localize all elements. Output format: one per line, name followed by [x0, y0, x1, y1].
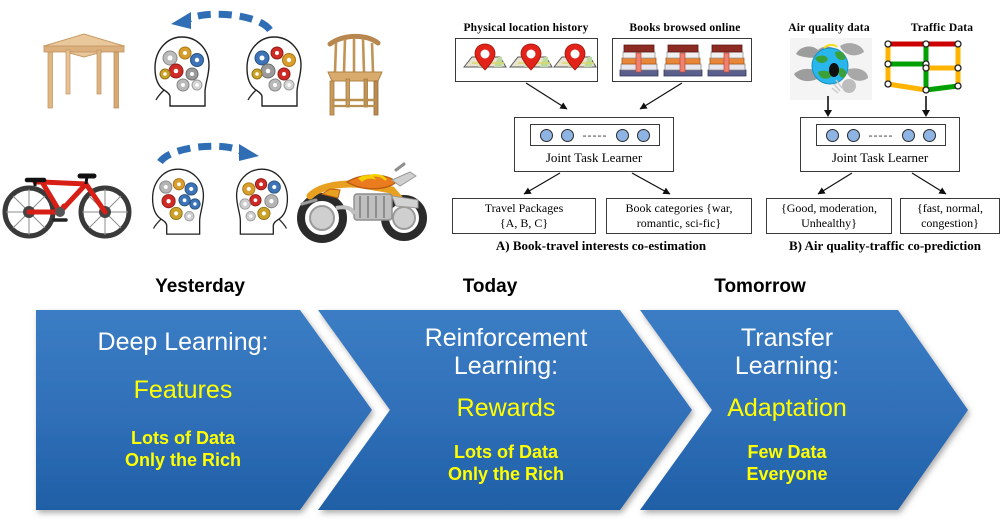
object-transfer-illustration [0, 0, 434, 262]
panel-a-output-line: Travel Packages [484, 201, 564, 216]
bicycle-icon [2, 173, 132, 239]
panel-b-joint-task-learner: ----- Joint Task Learner [800, 117, 960, 172]
learner-node [922, 128, 936, 142]
panel-b-output-line: {fast, normal, [916, 201, 984, 216]
brain-gears-head-right-icon [235, 168, 289, 235]
panel-a-source-label-1: Books browsed online [629, 22, 741, 34]
brain-gears-head-left-icon [151, 168, 205, 235]
panel-b-source-air-quality [790, 38, 872, 117]
brain-gears-head-right-icon [246, 36, 302, 107]
brain-gears-head-left-icon [154, 36, 210, 107]
panel-b-output-traffic: {fast, normal, congestion} [900, 198, 1000, 234]
panel-b-source-label-1: Traffic Data [910, 22, 974, 34]
panel-a-source-box-location-history [455, 38, 598, 82]
road-network-graph-icon [884, 40, 962, 94]
panel-a-book-travel: Physical location history Books browsed … [442, 0, 760, 258]
learner-node [847, 128, 861, 142]
panel-b-arrow-traffic [922, 96, 930, 117]
panel-a-caption: A) Book-travel interests co-estimation [495, 238, 707, 253]
panel-a-joint-task-learner: ----- Joint Task Learner [514, 117, 674, 172]
panel-a-learner-label: Joint Task Learner [545, 150, 643, 165]
panel-a-source-box-books-browsed [612, 38, 752, 82]
transfer-row-table-chair [0, 8, 434, 133]
transfer-arrow-left-to-right-icon [157, 142, 259, 165]
learner-node-ellipsis: ----- [868, 128, 894, 142]
panel-b-output-line: Unhealthy} [801, 216, 857, 230]
panel-a-output-arrows [523, 172, 671, 195]
panel-a-output-travel-packages: Travel Packages {A, B, C} [452, 198, 596, 234]
motorcycle-icon [297, 162, 427, 243]
transfer-arrow-right-to-left-icon [171, 10, 273, 33]
learner-node [901, 128, 915, 142]
panel-a-output-book-categories: Book categories {war, romantic, sci-fic} [606, 198, 752, 234]
panel-b-arrow-air-quality [824, 96, 832, 117]
panel-b-air-traffic: Air quality data Traffic Data [766, 0, 1004, 258]
panel-b-output-line: {Good, moderation, [780, 201, 878, 216]
panel-b-output-arrows [817, 172, 947, 195]
map-location-pin-group-icon [462, 43, 597, 71]
panel-b-output-air-quality: {Good, moderation, Unhealthy} [766, 198, 892, 234]
stage-header-today: Today [462, 276, 518, 297]
panel-a-output-line: romantic, sci-fic} [636, 216, 722, 230]
chevron-group: Deep Learning: Features Lots of Data Onl… [0, 306, 1004, 520]
panel-b-caption: B) Air quality-traffic co-prediction [789, 238, 981, 253]
panel-b-source-traffic [882, 38, 970, 117]
polluted-globe-icon [790, 38, 872, 100]
chair-icon [327, 33, 383, 116]
learner-node [615, 128, 629, 142]
chevron-tomorrow[interactable] [640, 310, 968, 510]
timeline-chevrons: Yesterday Today Tomorrow [0, 276, 1004, 520]
panel-b-learner-nodes: ----- [816, 124, 946, 146]
panel-a-output-line: Book categories {war, [625, 201, 733, 216]
book-stack-group-icon [619, 44, 747, 77]
panel-a-source-label-0: Physical location history [463, 22, 589, 34]
stage-header-tomorrow: Tomorrow [714, 276, 806, 297]
panel-b-source-label-0: Air quality data [788, 22, 870, 34]
panel-b-output-line: congestion} [921, 216, 979, 230]
transfer-row-bicycle-motorcycle [0, 132, 434, 257]
table-icon [42, 33, 126, 109]
panel-a-input-arrows [525, 82, 683, 110]
panel-b-learner-label: Joint Task Learner [831, 150, 929, 165]
learner-node [636, 128, 650, 142]
panel-a-output-line: {A, B, C} [499, 216, 549, 230]
learner-node-ellipsis: ----- [582, 128, 608, 142]
chevron-yesterday[interactable] [36, 310, 372, 510]
stage-header-yesterday: Yesterday [155, 276, 245, 297]
learner-node [561, 128, 575, 142]
chevron-today[interactable] [318, 310, 692, 510]
learner-node [826, 128, 840, 142]
learner-node [540, 128, 554, 142]
panel-a-learner-nodes: ----- [530, 124, 660, 146]
chevron-shapes [36, 310, 968, 510]
